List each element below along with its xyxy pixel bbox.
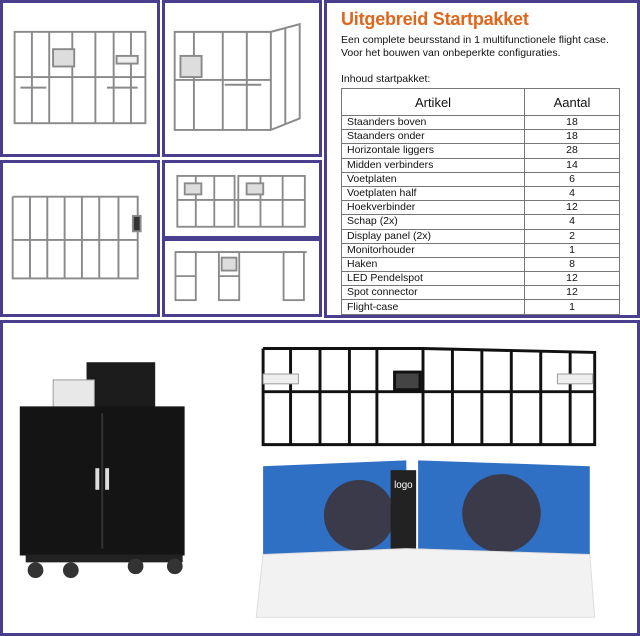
item-quantity: 1 [524, 242, 620, 258]
item-quantity: 14 [524, 157, 620, 173]
item-name: Haken [341, 256, 525, 273]
item-name: LED Pendelspot [341, 271, 525, 287]
booth-frame-render [261, 347, 597, 447]
info-panel: Uitgebreid Startpakket Een complete beur… [324, 0, 640, 318]
truss-frame-drawing [174, 251, 307, 302]
truss-frame-drawing [13, 30, 147, 125]
item-quantity: 12 [524, 285, 620, 301]
page-title: Uitgebreid Startpakket [341, 9, 529, 29]
table-row: Display panel (2x)2 [341, 228, 620, 244]
item-quantity: 28 [524, 143, 620, 159]
item-name: Midden verbinders [341, 157, 525, 173]
item-quantity: 4 [524, 185, 620, 202]
item-name: Schap (2x) [341, 214, 525, 230]
item-quantity: 18 [524, 129, 620, 145]
description-line-1: Een complete beursstand in 1 multifuncti… [341, 34, 609, 46]
truss-frame-drawing [176, 175, 306, 228]
item-name: Display panel (2x) [341, 228, 525, 244]
contents-label: Inhoud startpakket: [341, 73, 431, 85]
item-quantity: 1 [524, 299, 620, 315]
config-image-5 [162, 238, 322, 317]
item-name: Staanders onder [341, 129, 525, 145]
item-quantity: 4 [524, 214, 620, 230]
item-name: Horizontale liggers [341, 143, 525, 159]
booth-logo-text: logo [394, 480, 413, 491]
config-image-2 [162, 0, 322, 157]
config-image-3 [0, 160, 160, 317]
item-name: Spot connector [341, 285, 525, 301]
item-quantity: 12 [524, 200, 620, 216]
booth-graphic-render: logo [255, 460, 596, 618]
item-name: Voetplaten [341, 171, 525, 187]
column-header-aantal: Aantal [524, 88, 620, 116]
item-name: Flight-case [341, 299, 525, 315]
item-name: Staanders boven [341, 114, 525, 131]
truss-frame-drawing [11, 195, 142, 280]
item-quantity: 6 [524, 171, 620, 187]
item-quantity: 12 [524, 271, 620, 287]
item-quantity: 18 [524, 114, 620, 131]
config-image-1 [0, 0, 160, 157]
config-image-4 [162, 160, 322, 239]
flight-case-image [19, 362, 185, 579]
table-row: Schap (2x)4 [341, 214, 620, 230]
showcase-illustration: logo [19, 347, 597, 618]
truss-frame-drawing [173, 22, 301, 131]
product-showcase: logo [0, 320, 640, 636]
item-quantity: 2 [524, 228, 620, 244]
description-line-2: Voor het bouwen van onbeperkte configura… [341, 47, 561, 59]
item-quantity: 8 [524, 256, 620, 273]
item-name: Voetplaten half [341, 185, 525, 202]
item-name: Monitorhouder [341, 242, 525, 258]
item-name: Hoekverbinder [341, 200, 525, 216]
column-header-artikel: Artikel [341, 88, 525, 116]
